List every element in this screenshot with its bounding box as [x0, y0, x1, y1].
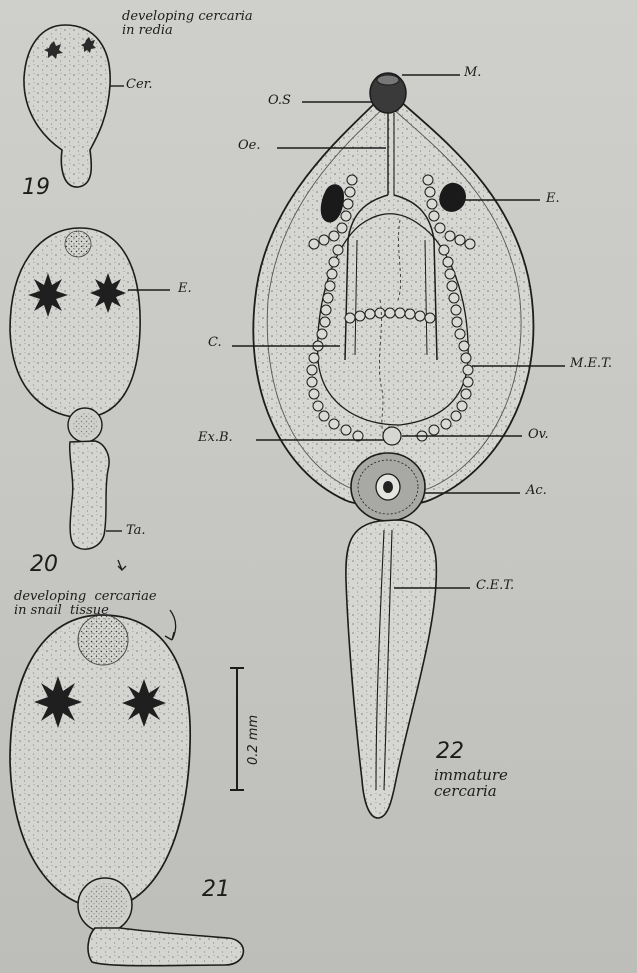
- fig21-cercaria-drawing: [10, 610, 243, 966]
- fig22-note: immature cercaria: [434, 768, 508, 800]
- fig20-cercaria-drawing: [10, 228, 140, 570]
- label-exb: Ex.B.: [198, 431, 233, 445]
- label-ov: Ov.: [528, 428, 549, 442]
- fig20-number: 20: [30, 553, 58, 576]
- label-cet: C.E.T.: [476, 579, 514, 593]
- label-os: O.S: [268, 94, 291, 108]
- label-cer: Cer.: [126, 78, 153, 92]
- label-oe: Oe.: [238, 139, 260, 153]
- label-ac: Ac.: [526, 484, 547, 498]
- fig19-cercaria-drawing: [24, 25, 110, 187]
- fig22-ovary: [383, 427, 401, 445]
- fig21-number: 21: [202, 878, 230, 901]
- fig19-note: developing cercaria in redia: [122, 10, 253, 37]
- label-e-fig22: E.: [546, 192, 560, 206]
- label-c: C.: [208, 336, 222, 350]
- scale-bar: [230, 668, 244, 790]
- label-e-fig20: E.: [178, 282, 192, 296]
- fig21-note: developing cercariae in snail tissue: [14, 590, 157, 617]
- label-m: M.: [464, 66, 481, 80]
- fig19-number: 19: [22, 176, 50, 199]
- label-met: M.E.T.: [570, 357, 612, 371]
- scale-bar-label: 0.2 mm: [246, 715, 261, 765]
- fig22-cercaria-drawing: [253, 73, 533, 818]
- fig22-number: 22: [436, 740, 464, 763]
- label-ta: Ta.: [126, 524, 146, 538]
